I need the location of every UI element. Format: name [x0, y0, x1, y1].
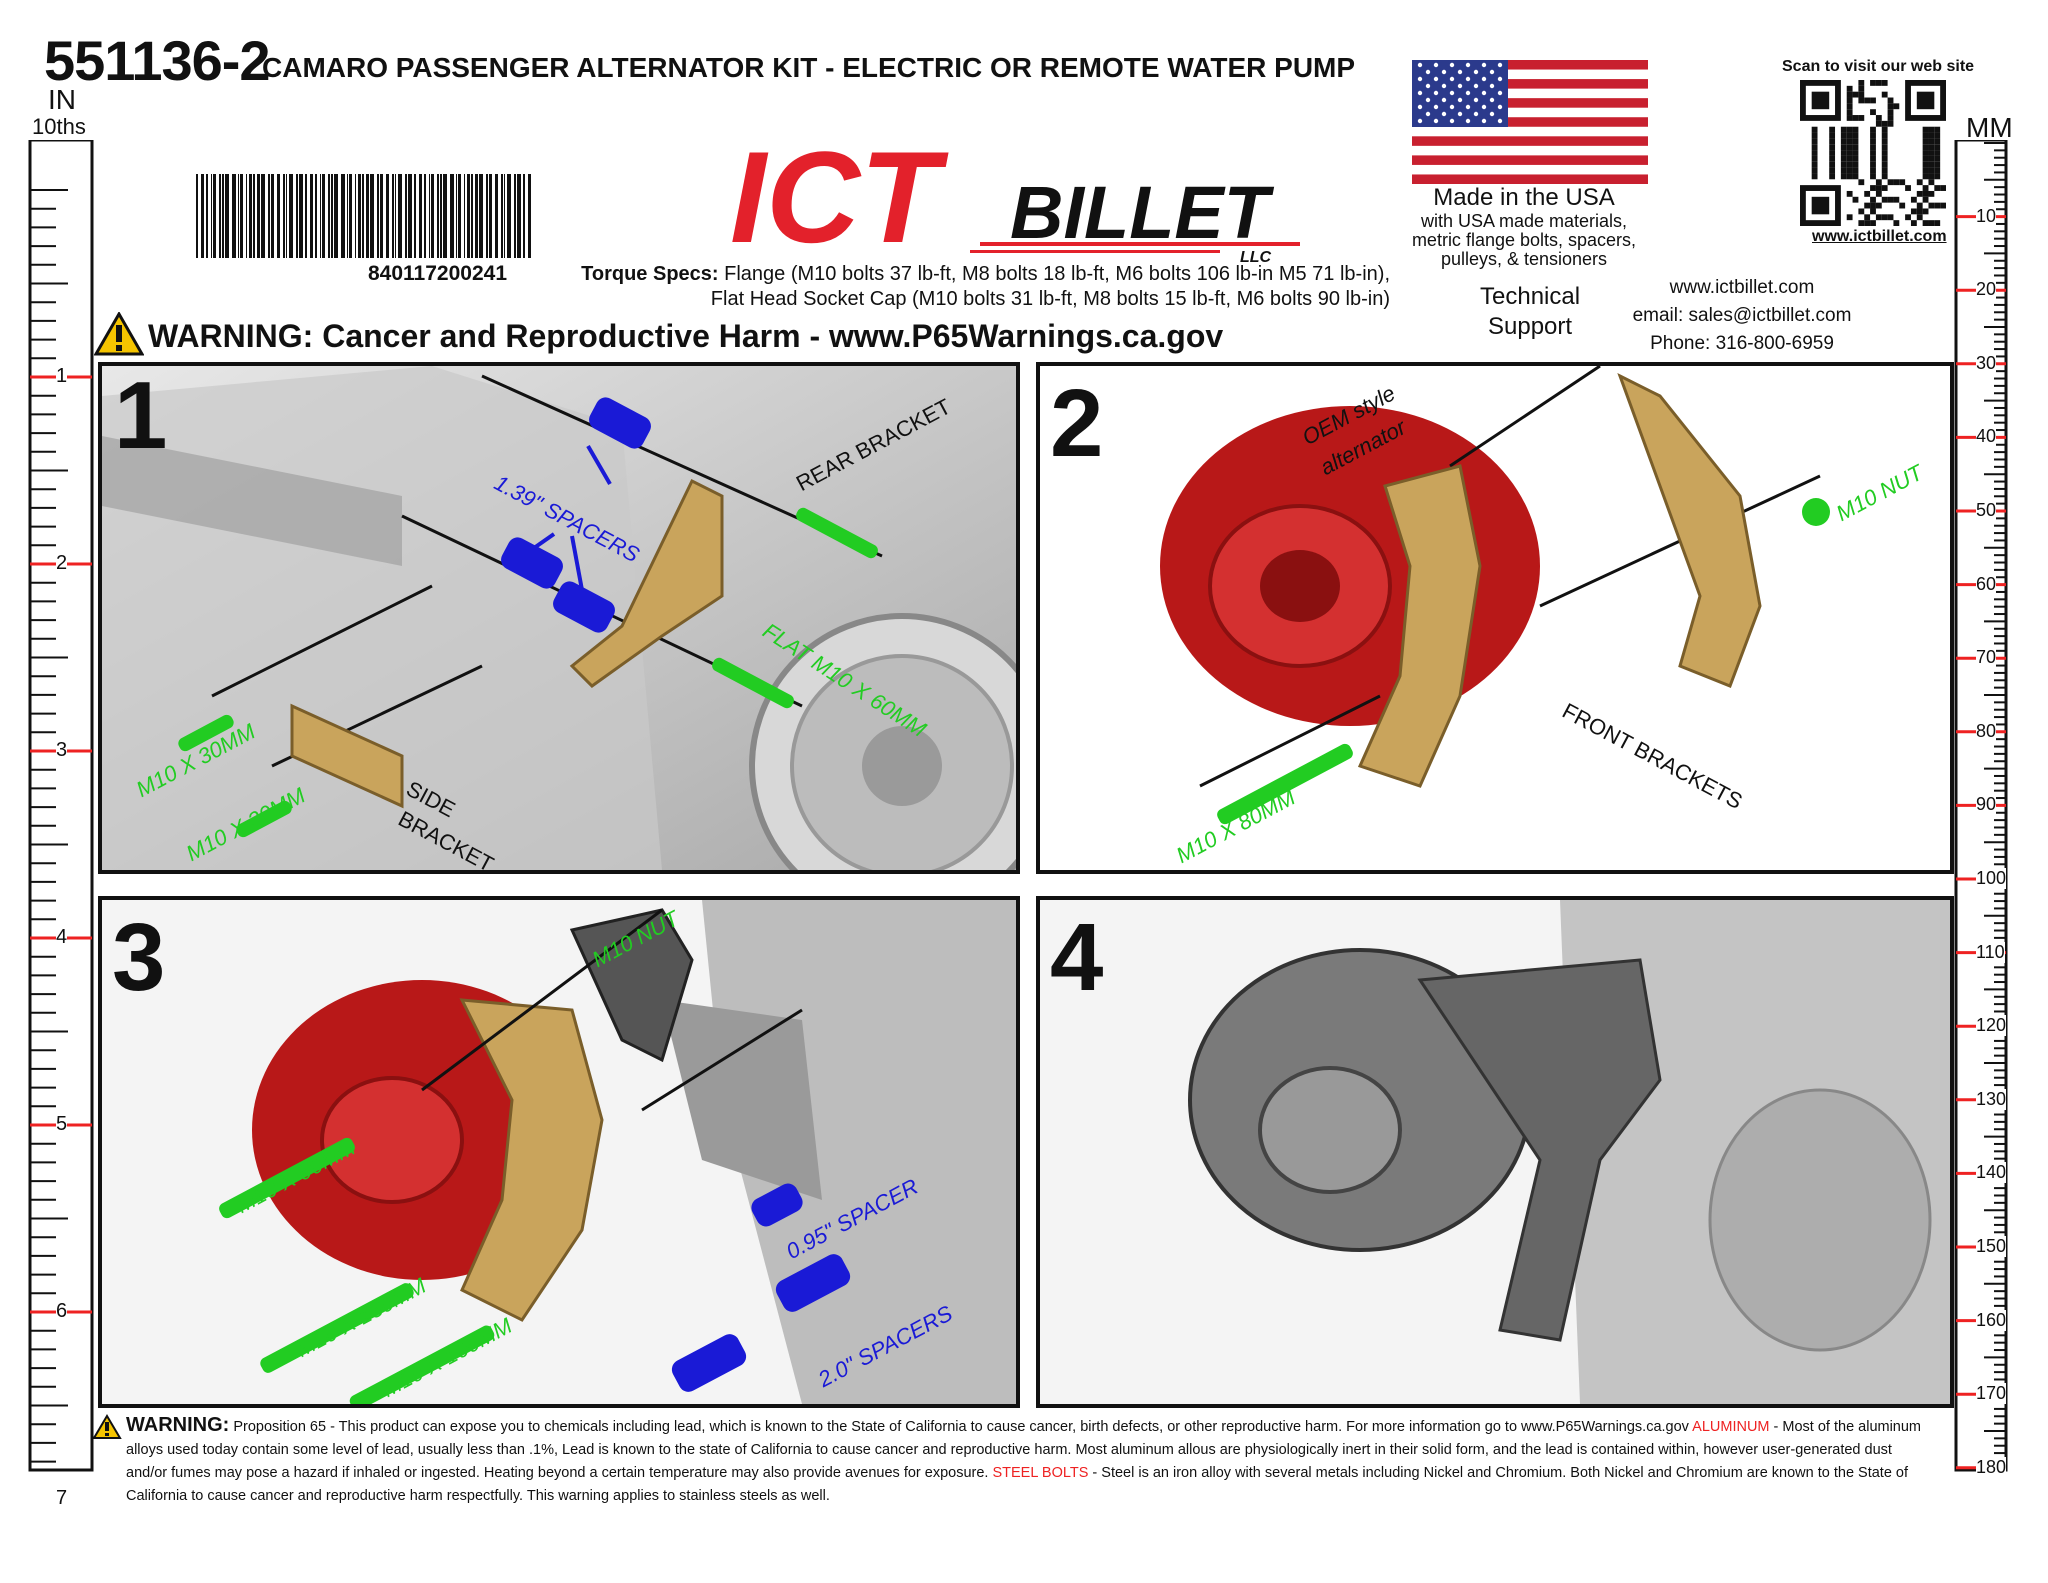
torque-line2: Flat Head Socket Cap (M10 bolts 31 lb-ft… — [710, 288, 1390, 310]
mm-ruler-label: 170 — [1976, 1383, 2007, 1405]
logo-ict: ICT — [730, 138, 949, 268]
torque-line1: Flange (M10 bolts 37 lb-ft, M8 bolts 18 … — [718, 263, 1390, 285]
warning-small-icon — [92, 1414, 122, 1439]
inch-ruler-label: 3 — [56, 739, 68, 762]
mm-ruler-label: 30 — [1976, 352, 1997, 374]
inch-ruler-label: 5 — [56, 1113, 68, 1136]
support-line1: Technical — [1480, 283, 1581, 310]
contact-email[interactable]: email: sales@ictbillet.com — [1632, 305, 1852, 326]
contact-web[interactable]: www.ictbillet.com — [1669, 277, 1815, 298]
inch-ruler-label: 7 — [56, 1487, 68, 1510]
logo-llc: LLC — [1240, 249, 1272, 266]
step-2-illustration — [1160, 366, 1830, 825]
mm-ruler-label: 10 — [1976, 205, 1997, 227]
inch-ruler-label: 1 — [56, 365, 68, 388]
step-2-number: 2 — [1050, 370, 1104, 477]
mm-ruler-label: 20 — [1976, 279, 1997, 301]
mm-ruler-label: 60 — [1976, 573, 1997, 595]
ict-billet-logo: ICT BILLET LLC — [730, 138, 1300, 268]
mm-ruler-label: 180 — [1976, 1456, 2007, 1478]
warning-headline: WARNING: Cancer and Reproductive Harm - … — [148, 318, 1224, 354]
unit-in-sub: 10ths — [32, 114, 86, 139]
footer-warning: WARNING: — [126, 1414, 230, 1436]
support-line2: Support — [1488, 313, 1573, 340]
logo-billet: BILLET — [1010, 171, 1275, 254]
footer-text2: - Most of the aluminum alloys used today… — [126, 1419, 1922, 1481]
footer-text3: - Steel is an iron alloy with several me… — [126, 1465, 1909, 1504]
contact-info: www.ictbillet.com email: sales@ictbillet… — [1602, 274, 1882, 358]
mm-ruler-label: 120 — [1976, 1015, 2007, 1037]
mm-ruler-label: 50 — [1976, 500, 1997, 521]
inch-ruler-label: 6 — [56, 1300, 68, 1323]
barcode-number: 840117200241 — [368, 262, 507, 285]
warning-triangle-icon — [94, 312, 144, 356]
unit-in-label: IN — [48, 84, 76, 115]
made-usa-title: Made in the USA — [1433, 184, 1615, 211]
spacer-icon — [501, 397, 651, 633]
mm-ruler-label: 90 — [1976, 794, 1997, 816]
kit-title: CAMARO PASSENGER ALTERNATOR KIT - ELECTR… — [262, 52, 1356, 83]
footer-aluminum: ALUMINUM — [1692, 1419, 1770, 1435]
usa-flag-icon — [1412, 60, 1648, 184]
step-1-illustration — [102, 366, 1016, 870]
step-3-illustration — [102, 900, 1016, 1404]
made-usa-line2: metric flange bolts, spacers, — [1411, 230, 1637, 250]
mm-ruler-label: 150 — [1976, 1236, 2007, 1257]
inch-ruler-label: 4 — [56, 926, 68, 949]
qr-url-link[interactable]: www.ictbillet.com — [1812, 228, 1947, 245]
step-1-number: 1 — [114, 362, 168, 469]
barcode — [196, 174, 531, 258]
footer-steel: STEEL BOLTS — [992, 1465, 1089, 1481]
made-in-usa: Made in the USA with USA made materials,… — [1394, 184, 1654, 269]
mm-ruler-label: 130 — [1976, 1088, 2007, 1110]
made-usa-line1: with USA made materials, — [1420, 211, 1628, 231]
mm-ruler-label: 40 — [1976, 426, 1997, 448]
made-usa-line3: pulleys, & tensioners — [1440, 249, 1608, 269]
mm-ruler-label: 140 — [1976, 1162, 2007, 1184]
mm-ruler-label: 80 — [1976, 720, 1997, 742]
inch-ruler — [28, 140, 94, 1472]
qr-caption: Scan to visit our web site — [1782, 58, 1975, 75]
step-3-number: 3 — [112, 904, 166, 1011]
step-4-illustration — [1040, 900, 1950, 1404]
mm-ruler-label: 100 — [1976, 868, 2007, 889]
unit-mm-label: MM — [1966, 112, 2013, 143]
step-3-panel: 3 M10 NUT M10 X 90MM M10 X 130MM M10 X 1… — [98, 896, 1020, 1408]
technical-support: Technical Support — [1480, 282, 1580, 342]
step-4-panel: 4 — [1036, 896, 1954, 1408]
torque-label: Torque Specs: — [581, 263, 719, 285]
step-1-panel: 1 1.39" SPACERS REAR BRACKET FLAT M10 X … — [98, 362, 1020, 874]
part-number: 551136-2 — [44, 29, 271, 92]
step-2-panel: 2 OEM style alternator M10 NUT M10 X 80M… — [1036, 362, 1954, 874]
mm-ruler-label: 160 — [1976, 1309, 2007, 1331]
torque-specs: Torque Specs: Flange (M10 bolts 37 lb-ft… — [540, 262, 1390, 312]
inch-ruler-label: 2 — [56, 552, 68, 575]
prop65-footer: WARNING: Proposition 65 - This product c… — [126, 1414, 1926, 1508]
step-4-number: 4 — [1050, 904, 1104, 1011]
mm-ruler-label: 110 — [1976, 941, 2005, 963]
mm-ruler-label: 70 — [1976, 647, 1997, 669]
contact-phone: Phone: 316-800-6959 — [1650, 333, 1834, 354]
footer-text1: Proposition 65 - This product can expose… — [229, 1419, 1693, 1435]
qr-code-icon[interactable] — [1800, 80, 1946, 226]
